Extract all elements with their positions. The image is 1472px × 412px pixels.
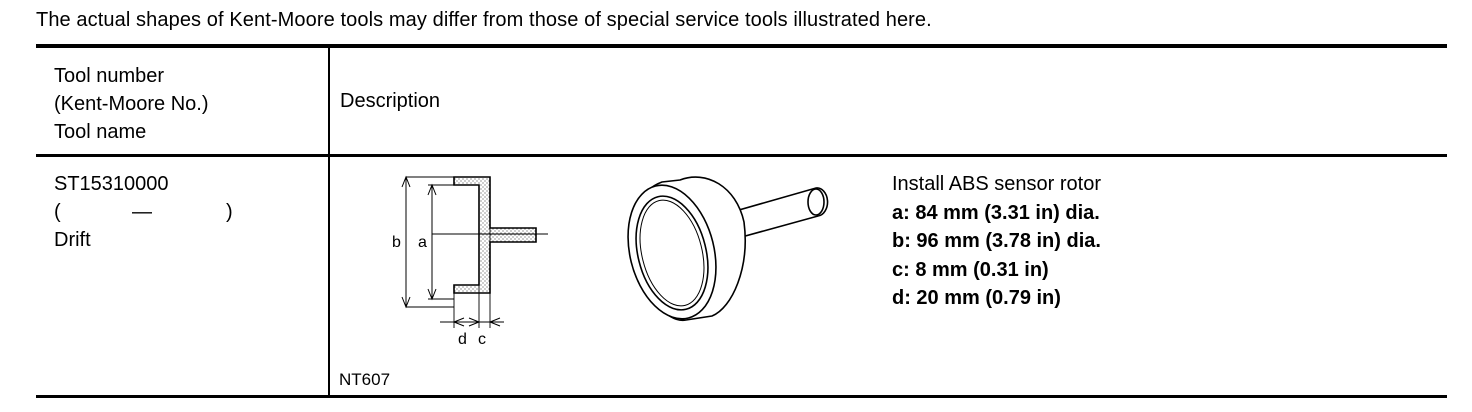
header-description: Description [340,90,441,112]
perspective-drawing [627,176,829,321]
drift-ring-inner [635,195,709,311]
spec-b: b: 96 mm (3.78 in) dia. [892,230,1101,252]
tool-number: ST15310000 [54,173,169,195]
header-separator-rule [36,154,1447,157]
spec-c: c: 8 mm (0.31 in) [892,258,1049,281]
drift-illustration: b a d c [392,175,829,348]
km-value: — [132,201,152,223]
label-a: a [418,234,427,251]
drift-shaft [731,187,829,239]
label-b: b [392,234,401,251]
section-outline [453,176,537,294]
header-tool-number: Tool number [54,65,165,87]
kent-moore-number: ( — ) [54,198,254,226]
label-c: c [478,331,486,348]
header-tool-name: Tool name [54,121,147,143]
column-divider [328,48,330,395]
cross-section-drawing [401,175,548,328]
tool-identity: ST15310000 ( — ) Drift [54,170,254,254]
figure-code: NT607 [339,370,391,389]
table-bottom-rule [36,395,1447,398]
label-d: d [458,331,467,348]
disclaimer-note: The actual shapes of Kent-Moore tools ma… [36,9,932,31]
table-top-rule [36,44,1447,48]
spec-a: a: 84 mm (3.31 in) dia. [892,201,1100,224]
header-tool-column: Tool number (Kent-Moore No.) Tool name [54,62,209,146]
tool-description: Install ABS sensor rotor a: 84 mm (3.31 … [892,170,1101,313]
tool-name: Drift [54,229,91,251]
km-open-paren: ( [54,201,61,223]
km-close-paren: ) [226,201,233,223]
spec-d: d: 20 mm (0.79 in) [892,287,1061,309]
header-kent-moore-no: (Kent-Moore No.) [54,93,209,115]
description-title: Install ABS sensor rotor [892,173,1101,195]
